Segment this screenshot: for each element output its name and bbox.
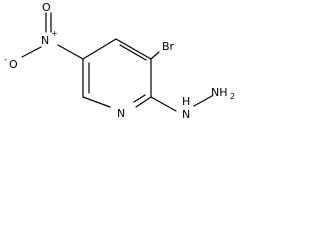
bond-nh-nh2 [193, 95, 213, 107]
atom-hydrazine-h-label: H [182, 95, 190, 108]
bond-c2-nh [150, 96, 177, 112]
bond-c3-c4 [115, 38, 152, 60]
molecule-diagram: Br N H N NH 2 N + O O - [0, 0, 242, 148]
bond-c2-n1-inner [133, 94, 146, 103]
structure-canvas: Br N H N NH 2 N + O O - [4, 1, 235, 121]
atom-nitro-o-left-charge: - [4, 55, 7, 64]
atom-hydrazine-nh2-label: NH [211, 86, 228, 99]
bond-c3-c4-inner [119, 44, 147, 61]
atom-hydrazine-n-label: N [182, 108, 190, 121]
bond-c5-c4 [82, 38, 117, 60]
atom-hydrazine-nh2-subscript: 2 [230, 92, 235, 101]
bond-n1-c6 [82, 96, 111, 108]
atom-nitro-n-label: N [41, 34, 49, 47]
atom-ring-nitrogen-label: N [117, 107, 125, 120]
bond-c2-n1 [135, 96, 152, 108]
atom-nitro-o-top-label: O [42, 1, 51, 14]
bond-c5-nitro [57, 44, 84, 60]
atom-nitro-o-left-label: O [9, 58, 18, 71]
bond-c3-br [150, 51, 160, 60]
bond-nitro-o-left [21, 46, 42, 58]
atom-bromine-label: Br [162, 40, 175, 53]
atom-nitro-n-charge: + [51, 29, 58, 38]
